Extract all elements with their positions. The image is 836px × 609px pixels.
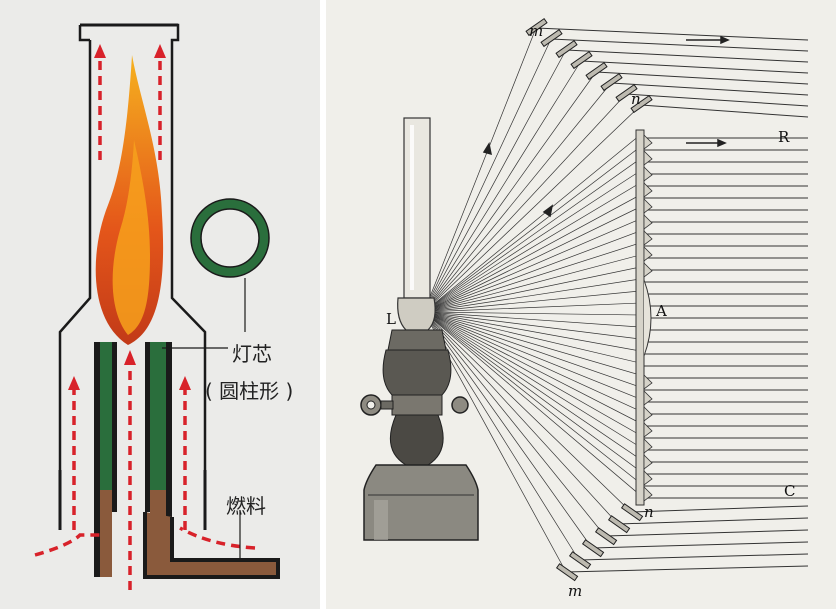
- fuel-label: 燃料: [226, 494, 266, 518]
- flame-inner: [112, 140, 150, 335]
- lamp-cross-section-panel: 灯芯 ( 圆柱形 ) 燃料: [0, 0, 320, 609]
- label-L: L: [386, 310, 396, 328]
- direction-arrows: [482, 35, 730, 218]
- intake-arrows: [34, 350, 256, 590]
- light-rays: [423, 27, 642, 573]
- parallel-beam-lines: [535, 27, 809, 573]
- exhaust-arrows: [94, 44, 166, 160]
- oil-lamp: [360, 117, 479, 541]
- wick-shape-label: ( 圆柱形 ): [205, 379, 294, 403]
- lens-center-bulge: [643, 279, 652, 357]
- wick-label: 灯芯: [232, 342, 272, 366]
- lens-steps: [643, 134, 653, 502]
- lamp-reservoir: [363, 464, 479, 541]
- label-R: R: [778, 128, 790, 146]
- label-m-bottom: m: [568, 582, 583, 600]
- stepped-lens: [635, 129, 645, 506]
- label-C: C: [784, 482, 796, 500]
- lens-engraving-panel: m n R L A C n m: [326, 0, 836, 609]
- wick-knob-right: [451, 396, 469, 414]
- wick-ring-icon: [191, 199, 269, 277]
- label-n-top: n: [631, 90, 641, 108]
- label-n-bottom: n: [644, 503, 654, 521]
- lamp-chimney-glass: [403, 117, 431, 299]
- lens-engraving-svg: [360, 17, 809, 582]
- wick-tubes: [94, 342, 280, 579]
- label-A: A: [656, 302, 667, 320]
- lamp-burner: [387, 329, 447, 351]
- lamp-cross-section-svg: [34, 23, 280, 590]
- reflector-prisms: [525, 17, 653, 582]
- label-m-top: m: [529, 22, 544, 40]
